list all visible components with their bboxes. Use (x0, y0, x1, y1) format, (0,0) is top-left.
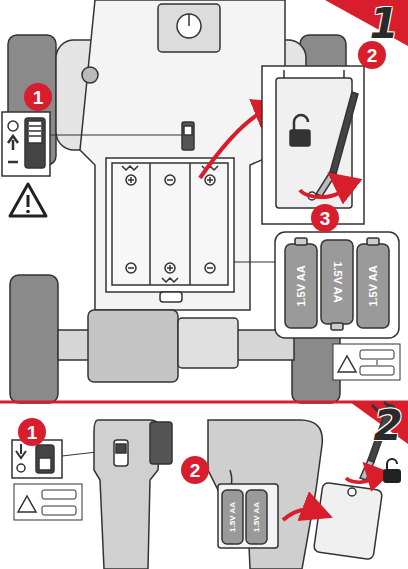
battery-label: 1.5V AA (253, 502, 261, 532)
transmitter-front (94, 420, 172, 569)
turn-arrow (346, 472, 373, 482)
battery-compartment (106, 158, 234, 302)
warning-symbol (10, 184, 46, 216)
callout-number: 2 (190, 461, 201, 480)
battery-label: 1.5V AA (368, 265, 379, 306)
remove-arrow (200, 108, 270, 178)
cover-inset (262, 66, 364, 224)
callout-number: 1 (33, 88, 44, 107)
lock-icon (384, 459, 400, 482)
battery-label: 1.5V AA (229, 502, 237, 532)
step-number: 1 (369, 3, 398, 45)
section-divider (0, 401, 408, 404)
callout-number: 3 (320, 209, 331, 228)
switch-inset (2, 112, 50, 176)
battery-label: 1.5V AA (296, 265, 307, 306)
remove-arrow (283, 510, 318, 520)
batteries-inset (275, 232, 399, 338)
callout-number: 1 (27, 423, 38, 442)
turn-arrow (300, 182, 343, 197)
warning-box (14, 484, 82, 520)
leader-lines (50, 135, 276, 262)
callout-circles (18, 41, 386, 484)
transmitter-side (208, 402, 394, 569)
warning-box (333, 344, 400, 380)
callout-number: 2 (367, 46, 378, 65)
step-number: 2 (373, 405, 402, 447)
battery-label: 1.5V AA (332, 261, 343, 302)
